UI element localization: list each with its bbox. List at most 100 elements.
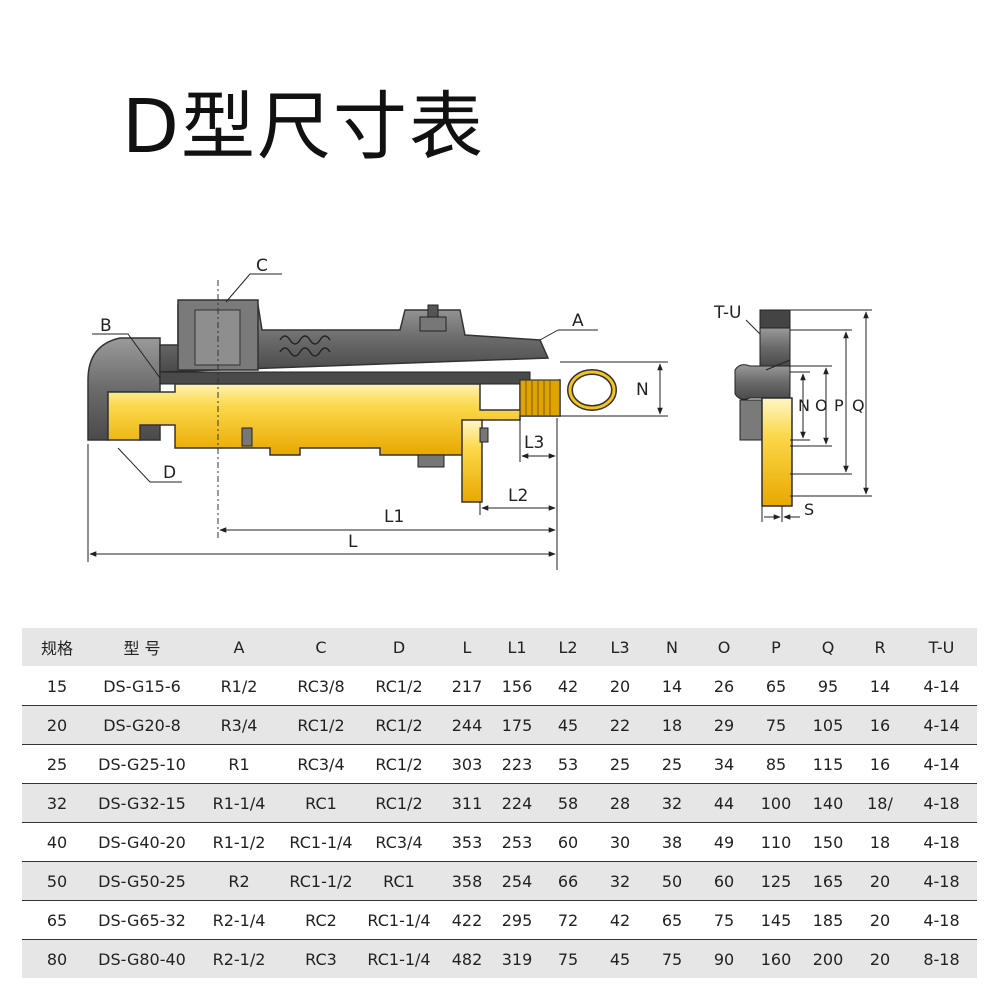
column-header: L3 — [610, 637, 630, 657]
label-o: O — [815, 396, 828, 415]
table-cell: 422 — [451, 910, 483, 930]
table-cell: 4-14 — [923, 754, 960, 774]
table-cell: 217 — [451, 676, 483, 696]
table-cell: 303 — [451, 754, 483, 774]
column-header: T-U — [928, 637, 955, 657]
table-cell: 72 — [557, 910, 579, 930]
column-header: P — [771, 637, 781, 657]
table-cell: DS-G20-8 — [103, 715, 181, 735]
label-n-side: N — [798, 396, 810, 415]
table-cell: R2 — [228, 871, 250, 891]
rotary-joint-diagram: C B A D N L3 L2 L1 L — [87, 256, 872, 570]
table-cell: 4-18 — [923, 910, 960, 930]
label-n: N — [636, 380, 649, 400]
table-cell: 65 — [46, 910, 68, 930]
table-cell: RC3/4 — [375, 832, 423, 852]
table-cell: 42 — [609, 910, 631, 930]
threaded-end — [519, 379, 561, 417]
table-cell: DS-G25-10 — [98, 754, 186, 774]
table-cell: 75 — [713, 910, 735, 930]
table-cell: RC3/4 — [297, 754, 345, 774]
table-cell: 45 — [557, 715, 579, 735]
column-header: N — [666, 637, 678, 657]
table-cell: 150 — [812, 832, 844, 852]
table-cell: 4-18 — [923, 793, 960, 813]
table-cell: 60 — [713, 871, 735, 891]
table-cell: 20 — [869, 871, 891, 891]
table-cell: 110 — [760, 832, 792, 852]
table-cell: 40 — [46, 832, 68, 852]
table-cell: 32 — [609, 871, 631, 891]
table-cell: 20 — [46, 715, 68, 735]
inner-tube — [159, 371, 531, 385]
table-cell: 156 — [501, 676, 533, 696]
table-cell: RC3/8 — [297, 676, 345, 696]
table-cell: 145 — [760, 910, 792, 930]
table-cell: 160 — [760, 949, 792, 969]
table-cell: RC1 — [383, 871, 415, 891]
table-cell: 32 — [46, 793, 68, 813]
table-cell: RC1-1/2 — [289, 871, 353, 891]
label-s: S — [804, 500, 814, 519]
table-cell: 18/ — [867, 793, 893, 813]
label-l2: L2 — [508, 486, 528, 506]
table-cell: 140 — [812, 793, 844, 813]
table-cell: 50 — [661, 871, 683, 891]
table-cell: 18 — [869, 832, 891, 852]
table-cell: 200 — [812, 949, 844, 969]
column-header: Q — [821, 637, 835, 657]
table-cell: 8-18 — [923, 949, 960, 969]
label-q: Q — [852, 396, 865, 415]
table-cell: 85 — [765, 754, 787, 774]
table-cell: R1/2 — [220, 676, 258, 696]
table-cell: 244 — [451, 715, 483, 735]
table-cell: 16 — [869, 715, 891, 735]
table-cell: 75 — [661, 949, 683, 969]
table-cell: 14 — [661, 676, 683, 696]
table-cell: RC1/2 — [375, 793, 423, 813]
top-bolt — [427, 304, 439, 318]
label-b: B — [100, 316, 112, 336]
table-cell: 125 — [760, 871, 792, 891]
label-d: D — [163, 463, 176, 483]
leader-lines — [92, 273, 598, 483]
table-cell: 29 — [713, 715, 735, 735]
table-cell: 14 — [869, 676, 891, 696]
table-cell: 105 — [812, 715, 844, 735]
table-cell: 65 — [661, 910, 683, 930]
table-cell: DS-G50-25 — [98, 871, 186, 891]
label-l: L — [348, 532, 358, 552]
table-cell: 4-14 — [923, 676, 960, 696]
label-tu: T-U — [713, 303, 741, 323]
column-header: R — [874, 637, 886, 657]
table-cell: 311 — [451, 793, 483, 813]
table-cell: 38 — [661, 832, 683, 852]
table-cell: 66 — [557, 871, 579, 891]
table-cell: RC1 — [305, 793, 337, 813]
table-cell: 90 — [713, 949, 735, 969]
table-cell: 482 — [451, 949, 483, 969]
table-cell: 25 — [46, 754, 68, 774]
label-c: C — [256, 256, 268, 276]
table-cell: RC1/2 — [375, 754, 423, 774]
table-cell: 295 — [501, 910, 533, 930]
table-cell: 25 — [609, 754, 631, 774]
table-cell: 75 — [765, 715, 787, 735]
column-header: D — [392, 637, 406, 657]
table-cell: DS-G15-6 — [103, 676, 181, 696]
table-cell: 165 — [812, 871, 844, 891]
label-l3: L3 — [524, 433, 544, 453]
table-cell: 26 — [713, 676, 735, 696]
table-cell: R2-1/4 — [212, 910, 266, 930]
table-cell: 319 — [501, 949, 533, 969]
table-cell: 4-18 — [923, 832, 960, 852]
table-cell: 115 — [812, 754, 844, 774]
table-cell: DS-G80-40 — [98, 949, 186, 969]
side-flange — [761, 397, 793, 507]
